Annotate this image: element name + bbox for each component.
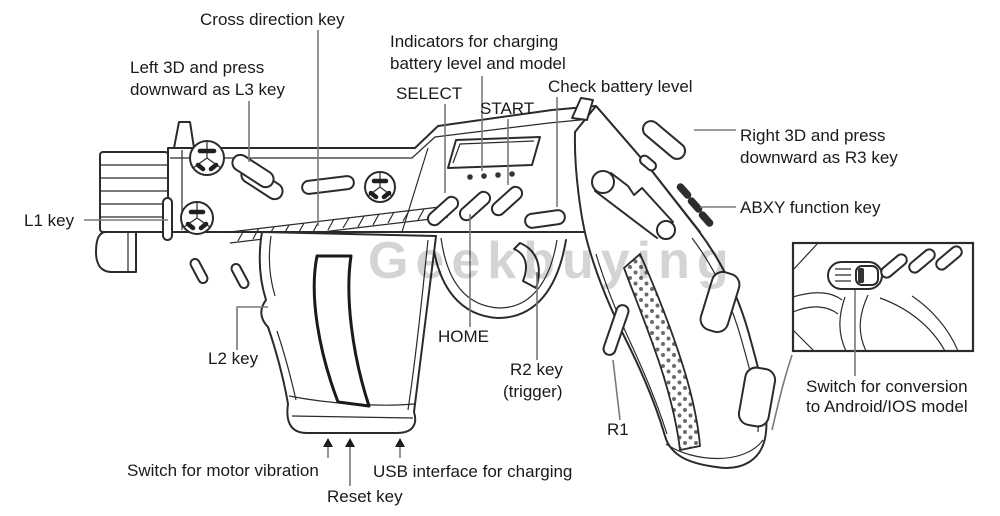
lower-slots (189, 257, 250, 290)
grip-side-panels (699, 270, 777, 428)
right-3d-stick (639, 120, 687, 172)
callout-motor-arrow (323, 438, 333, 458)
inset-vent-slots (880, 245, 963, 279)
label-start-key: START (480, 99, 534, 118)
rear-sight-fin (571, 97, 594, 121)
label-conversion-line2: to Android/IOS model (806, 397, 968, 416)
trigger-r2 (513, 242, 540, 289)
l1-key (162, 197, 173, 241)
indicator-display (447, 136, 541, 180)
label-r2-line2: (trigger) (503, 382, 563, 401)
front-sight-fin (173, 121, 195, 149)
grip-panel (312, 254, 371, 408)
label-select-key: SELECT (396, 84, 462, 103)
barrel (95, 151, 169, 273)
r1-key (602, 304, 630, 356)
conversion-switch (827, 261, 883, 290)
callout-l2 (236, 306, 268, 350)
label-abxy-key: ABXY function key (740, 198, 881, 217)
label-left-3d-line2: downward as L3 key (130, 80, 285, 99)
thumb-cutout (591, 170, 676, 240)
label-right-3d-line2: downward as R3 key (740, 148, 898, 167)
check-battery-key (524, 209, 566, 229)
label-indicators-line2: battery level and model (390, 54, 566, 73)
label-usb-charging: USB interface for charging (373, 462, 572, 481)
callout-r1 (612, 359, 621, 421)
label-left-3d-line1: Left 3D and press (130, 58, 264, 77)
label-indicators-line1: Indicators for charging (390, 32, 558, 51)
muzzle (95, 231, 137, 273)
start-key (490, 185, 524, 217)
label-l2-key: L2 key (208, 349, 259, 368)
label-cross-direction-key: Cross direction key (200, 10, 345, 29)
body-slot (301, 175, 355, 195)
label-check-battery: Check battery level (548, 77, 693, 96)
left-grip (258, 231, 437, 434)
abxy-keys (676, 183, 714, 227)
label-r2-line1: R2 key (510, 360, 563, 379)
label-motor-vibration: Switch for motor vibration (127, 461, 319, 480)
callout-reset-arrow (345, 438, 355, 486)
home-key (458, 190, 492, 222)
label-conversion-line1: Switch for conversion (806, 377, 968, 396)
callout-usb-arrow (395, 438, 405, 458)
label-l1-key: L1 key (24, 211, 75, 230)
label-reset-key: Reset key (327, 487, 403, 506)
callout-lines (84, 30, 856, 486)
labels: Cross direction key Left 3D and press do… (24, 10, 968, 506)
label-right-3d-line1: Right 3D and press (740, 126, 886, 145)
grip-texture (622, 252, 701, 452)
screw-detail (180, 140, 396, 235)
trigger-guard (431, 237, 567, 319)
left-3d-stick (231, 153, 284, 201)
watermark-text: Geekbuying (368, 232, 736, 290)
label-home-key: HOME (438, 327, 489, 346)
gun-drawing (95, 97, 975, 469)
right-grip (571, 97, 777, 469)
select-key (426, 195, 460, 227)
inset-detail-box (771, 241, 975, 431)
label-r1-key: R1 (607, 420, 629, 439)
indicator-dots (467, 171, 515, 180)
